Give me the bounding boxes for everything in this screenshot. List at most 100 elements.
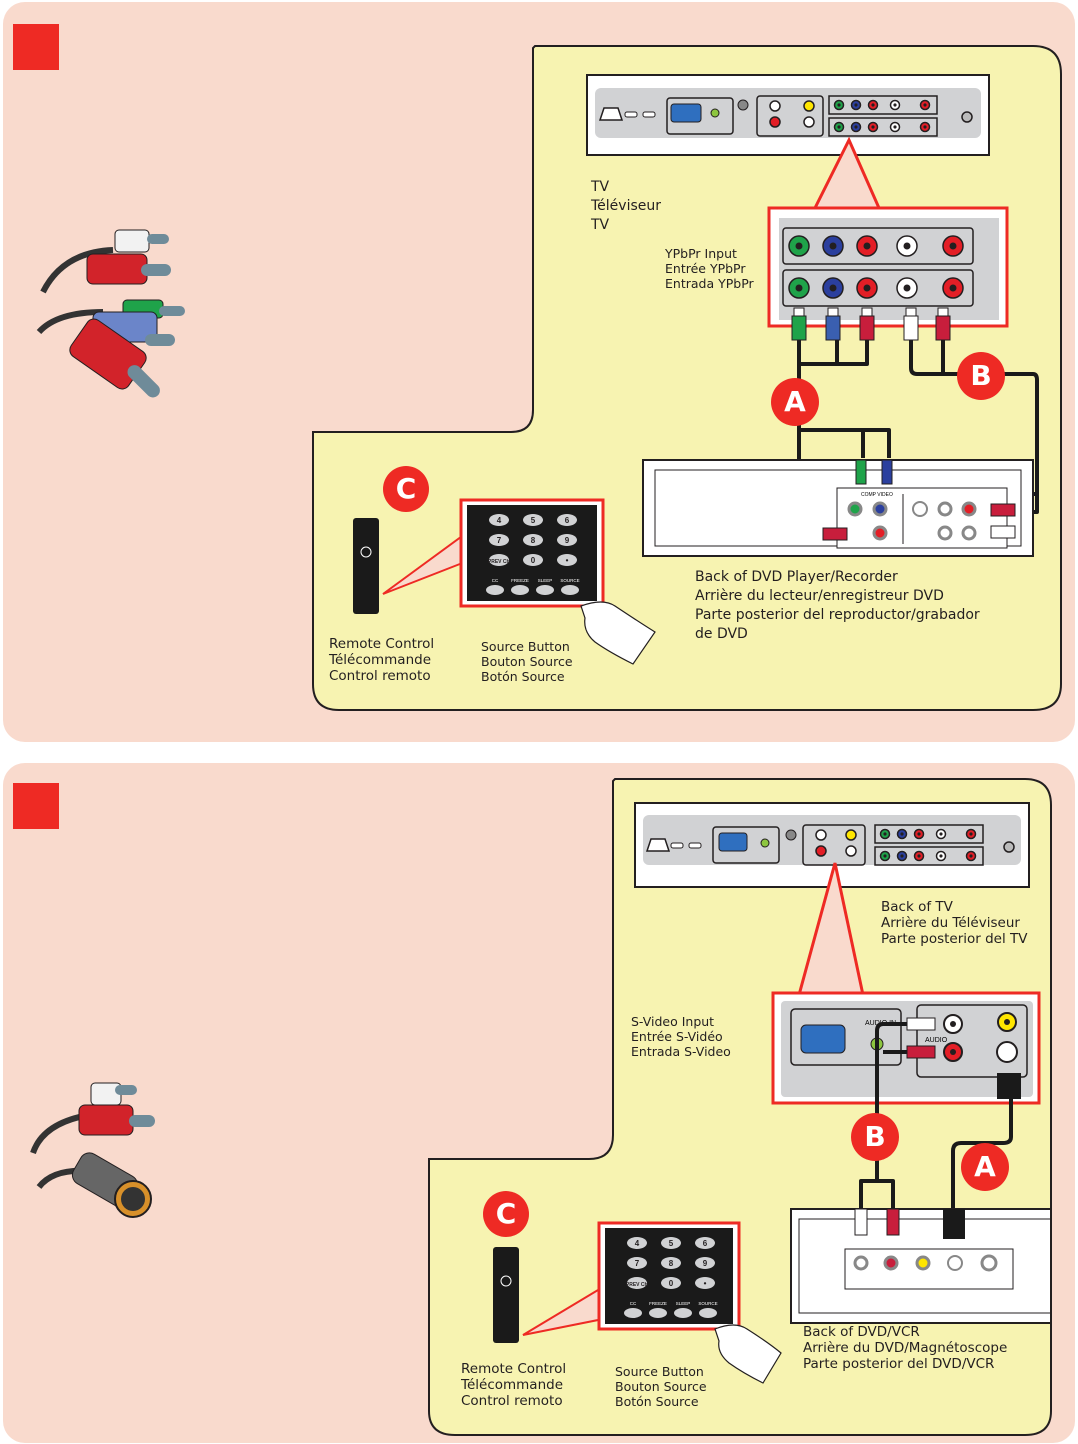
step-marker	[13, 783, 59, 829]
white-rca-plug-icon	[114, 229, 169, 253]
hand-icon	[714, 1324, 782, 1384]
diagram-s-video: AUDIO AUDIO IN	[428, 778, 1052, 1436]
dvd-vcr-back-label: Back of DVD/VCR Arrière du DVD/Magnétosc…	[803, 1324, 1008, 1372]
keypad-key-label: PREV CH	[488, 559, 511, 565]
rca-plug-tip	[827, 307, 839, 317]
rca-plug-tip	[905, 307, 917, 317]
tv-back-label: Back of TV Arrière du Téléviseur Parte p…	[881, 899, 1028, 947]
keypad-key-label: 7	[497, 536, 502, 545]
badge-b: B	[957, 352, 1005, 400]
keypad-key-label: 0	[531, 556, 536, 565]
source-button[interactable]	[699, 1308, 717, 1318]
audio-in-jack	[710, 108, 720, 118]
svideo-in-jack	[996, 1041, 1018, 1063]
badge-b: B	[851, 1113, 899, 1161]
rca-plug-tip	[793, 307, 805, 317]
rca-plug	[825, 315, 841, 341]
keypad-key[interactable]	[557, 534, 577, 546]
remote-button[interactable]	[486, 585, 504, 595]
keypad-key[interactable]	[695, 1257, 715, 1269]
hdmi-port-icon	[642, 111, 656, 118]
remote-button-label: CC	[492, 578, 499, 583]
section-s-video: AUDIO AUDIO IN	[3, 763, 1075, 1443]
remote-button[interactable]	[649, 1308, 667, 1318]
keypad-key[interactable]	[523, 534, 543, 546]
source-button-label: Source Button Bouton Source Botón Source	[481, 639, 573, 684]
keypad-key[interactable]	[557, 554, 577, 566]
power-socket-icon	[645, 838, 671, 852]
remote-button[interactable]	[674, 1308, 692, 1318]
keypad-key-label: 8	[669, 1259, 674, 1268]
ypbpr-input-label: YPbPr Input Entrée YPbPr Entrada YPbPr	[665, 246, 754, 291]
video-out-jack	[937, 501, 953, 517]
keypad-key[interactable]	[695, 1237, 715, 1249]
audio-r-out-jack	[961, 501, 977, 517]
video-out-jack	[937, 525, 953, 541]
hand-icon	[580, 601, 656, 665]
remote-button[interactable]	[536, 585, 554, 595]
keypad-key-label: 9	[703, 1259, 708, 1268]
pb-out-jack	[872, 501, 888, 517]
red-rca-plug-icon	[86, 253, 171, 285]
video-out-jack	[915, 1255, 931, 1271]
tv-back-panel	[586, 74, 990, 156]
keypad-key-label: 4	[635, 1239, 640, 1248]
svg-text:COMP VIDEO: COMP VIDEO	[861, 492, 893, 498]
vga-port-icon	[718, 832, 748, 852]
keypad-key[interactable]	[489, 554, 509, 566]
svideo-out-jack	[912, 501, 928, 517]
keypad-key[interactable]	[489, 534, 509, 546]
component-cable-illustration	[36, 229, 185, 398]
remote-button[interactable]	[624, 1308, 642, 1318]
remote-button[interactable]	[511, 585, 529, 595]
badge-a: A	[771, 378, 819, 426]
keypad-key-label: 7	[635, 1259, 640, 1268]
keypad-key[interactable]	[489, 514, 509, 526]
keypad-key[interactable]	[661, 1237, 681, 1249]
remote-control-icon	[493, 1247, 519, 1343]
keypad-key[interactable]	[695, 1277, 715, 1289]
dvd-back-label: Back of DVD Player/Recorder Arrière du l…	[695, 569, 980, 642]
keypad-key-label: •	[704, 1279, 707, 1288]
hdmi-port-icon	[688, 842, 702, 849]
remote-button-label: SLEEP	[676, 1301, 691, 1306]
audio-r-out-jack	[883, 1255, 899, 1271]
remote-control-icon	[353, 518, 379, 614]
rca-plug-tip	[937, 307, 949, 317]
badge-c: C	[483, 1191, 529, 1237]
rca-plug	[859, 315, 875, 341]
svg-text:AUDIO: AUDIO	[925, 1037, 948, 1044]
keypad-key[interactable]	[523, 554, 543, 566]
ant-cable-out-jack	[980, 1254, 998, 1272]
badge-a: A	[961, 1143, 1009, 1191]
keypad-key-label: 5	[531, 516, 536, 525]
remote-control-label: Remote Control Télécommande Control remo…	[329, 636, 435, 684]
keypad-key-label: 5	[669, 1239, 674, 1248]
source-button-label: Source Button Bouton Source Botón Source	[615, 1364, 707, 1409]
keypad-key-label: 4	[497, 516, 502, 525]
source-button[interactable]	[561, 585, 579, 595]
spdif-jack	[737, 99, 749, 111]
keypad-key[interactable]	[557, 514, 577, 526]
keypad-key-label: 8	[531, 536, 536, 545]
remote-button-label: SLEEP	[538, 578, 553, 583]
keypad-key[interactable]	[661, 1257, 681, 1269]
hdmi-port-icon	[624, 111, 638, 118]
tv-label: TV Téléviseur TV	[591, 179, 661, 233]
keypad-key-label: 6	[565, 516, 570, 525]
remote-button-label: FREEZE	[649, 1301, 667, 1306]
audio-l-out-jack	[961, 525, 977, 541]
svideo-out-jack	[947, 1255, 963, 1271]
power-socket-icon	[598, 107, 624, 121]
keypad-key[interactable]	[627, 1257, 647, 1269]
keypad-key[interactable]	[661, 1277, 681, 1289]
keypad-key[interactable]	[627, 1277, 647, 1289]
white-rca-plug-icon	[90, 1082, 137, 1106]
keypad-key-label: PREV CH	[626, 1282, 649, 1288]
keypad-key[interactable]	[627, 1237, 647, 1249]
remote-control-label: Remote Control Télécommande Control remo…	[461, 1361, 567, 1409]
keypad-key[interactable]	[523, 514, 543, 526]
s-video-input-label: S-Video Input Entrée S-Vidéo Entrada S-V…	[631, 1014, 731, 1059]
keypad-key-label: 0	[669, 1279, 674, 1288]
